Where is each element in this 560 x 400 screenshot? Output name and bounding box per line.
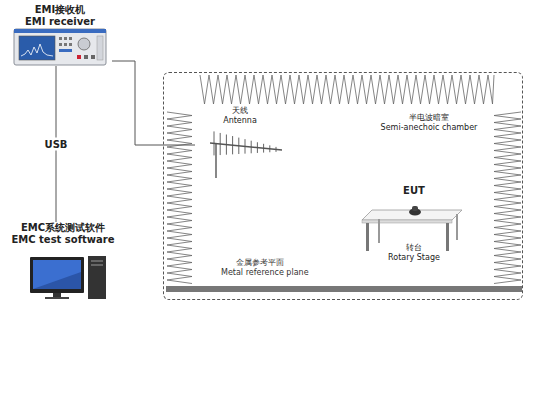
antenna-element bbox=[257, 142, 258, 153]
node-label: EUT bbox=[403, 185, 425, 197]
node-label: 转台 bbox=[406, 243, 422, 253]
antenna-element bbox=[232, 136, 233, 154]
metal-plane bbox=[166, 286, 522, 292]
computer-box: EMC系统测试软件EMC test software bbox=[6, 222, 120, 302]
antenna-element bbox=[220, 133, 221, 155]
node-label: EMI receiver bbox=[25, 16, 95, 28]
node-label: EMC系统测试软件 bbox=[21, 222, 105, 234]
antenna-element bbox=[263, 144, 264, 153]
node-label: EMI接收机 bbox=[35, 4, 86, 16]
absorber-cone bbox=[494, 112, 521, 284]
plane-label: Metal reference plane bbox=[221, 268, 309, 278]
absorber-cone bbox=[167, 112, 192, 284]
antenna-element bbox=[269, 145, 270, 152]
computer-icon bbox=[30, 256, 106, 299]
antenna-element bbox=[251, 141, 252, 154]
antenna-element bbox=[245, 139, 246, 154]
node-label: 天线 bbox=[215, 106, 265, 116]
receiver-instrument bbox=[14, 29, 106, 65]
antenna-box: 天线Antenna bbox=[195, 104, 287, 180]
node-label: Antenna bbox=[215, 116, 265, 126]
node-label: 半电波暗室 bbox=[364, 113, 494, 123]
antenna-element bbox=[276, 147, 277, 152]
edge-label: USB bbox=[42, 138, 71, 151]
antenna-element bbox=[238, 138, 239, 154]
eut-box: EUT 转台Rotary Stage bbox=[358, 185, 470, 278]
antenna-icon bbox=[210, 131, 282, 178]
node-label: EMC test software bbox=[11, 234, 114, 246]
chamber-region: 半电波暗室Semi-anechoic chamber 天线AntennaEUT 转台… bbox=[163, 72, 523, 300]
antenna-element bbox=[214, 131, 215, 155]
absorber-cones bbox=[167, 75, 521, 284]
absorber-cone bbox=[200, 75, 494, 104]
node-label: Rotary Stage bbox=[388, 253, 440, 263]
cable-line bbox=[112, 61, 195, 145]
antenna-element bbox=[226, 135, 227, 155]
plane-label: 金属参考平面 bbox=[236, 258, 284, 268]
instrument-box: EMI接收机EMI receiver bbox=[8, 2, 112, 66]
node-label: Semi-anechoic chamber bbox=[364, 123, 494, 133]
